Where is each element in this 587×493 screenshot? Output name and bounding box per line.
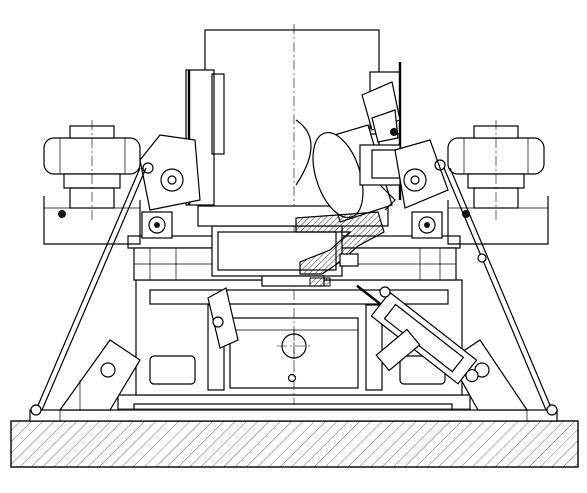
left-linkage bbox=[207, 287, 239, 349]
foundation-slab bbox=[10, 420, 579, 468]
left-motor-bracket bbox=[43, 196, 141, 245]
left-pivot-group bbox=[139, 134, 201, 239]
right-cylinder-clamp bbox=[375, 286, 421, 372]
mid-deck bbox=[127, 225, 461, 287]
section-cut bbox=[295, 211, 385, 287]
left-tie-rod bbox=[30, 167, 147, 416]
right-pivot-group bbox=[394, 139, 449, 239]
right-tie-rod bbox=[443, 167, 558, 416]
left-vibration-motor bbox=[43, 120, 141, 220]
right-motor-bracket bbox=[447, 196, 549, 245]
right-vibration-motor bbox=[447, 120, 545, 220]
right-hydraulic-cylinder bbox=[356, 284, 479, 385]
left-lower-support bbox=[58, 339, 141, 411]
inclined-motor bbox=[312, 124, 401, 223]
